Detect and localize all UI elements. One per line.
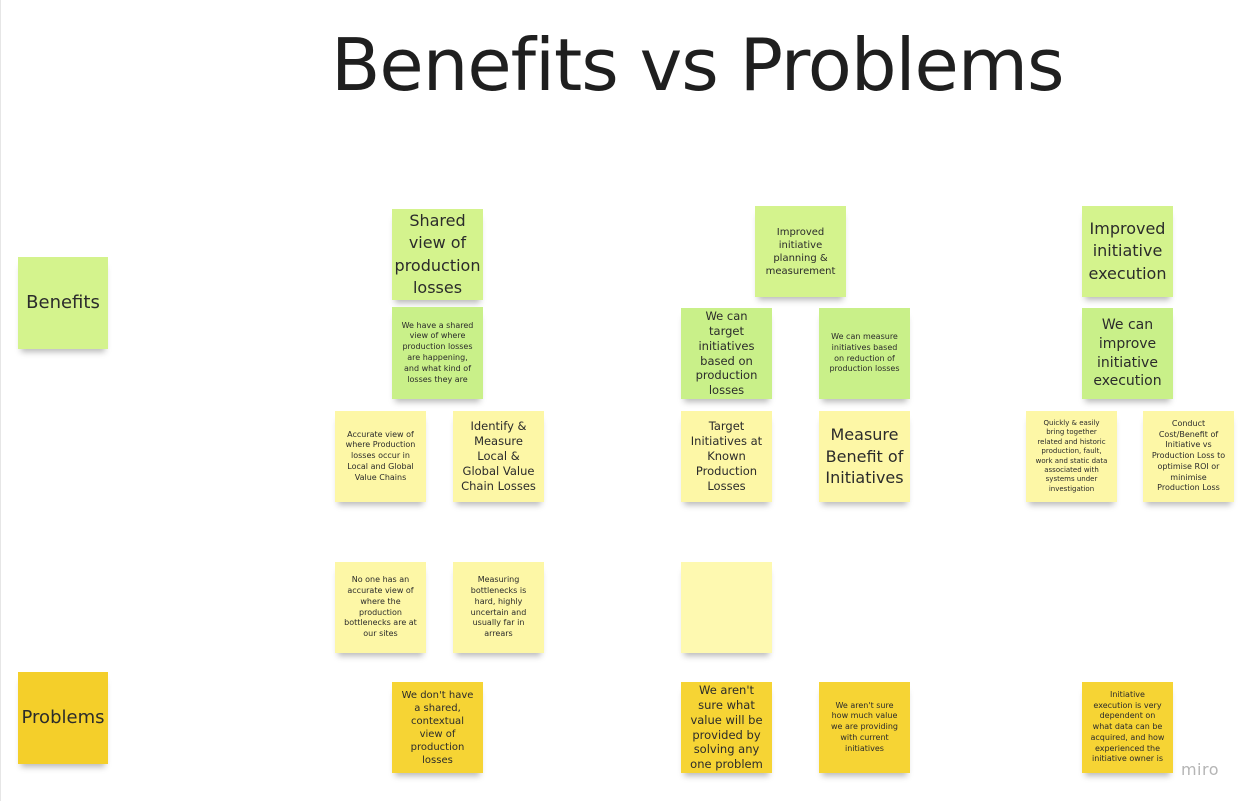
sticky-note-feature[interactable]: Quickly & easily bring together related … xyxy=(1026,411,1117,502)
note-text: Improved initiative execution xyxy=(1088,218,1167,283)
note-text: We can improve initiative execution xyxy=(1093,316,1162,390)
note-text: Initiative execution is very dependent o… xyxy=(1090,689,1165,764)
sticky-note-benefit-statement[interactable]: We can measure initiatives based on redu… xyxy=(819,308,910,399)
sticky-note-feature[interactable]: Target Initiatives at Known Production L… xyxy=(681,411,772,502)
sticky-note-problem[interactable]: We don't have a shared, contextual view … xyxy=(392,682,483,773)
sticky-note-feature[interactable]: Accurate view of where Production losses… xyxy=(335,411,426,502)
note-text: We don't have a shared, contextual view … xyxy=(401,689,474,766)
note-text: Measure Benefit of Initiatives xyxy=(825,425,904,488)
sticky-note-benefit-title[interactable]: Improved initiative planning & measureme… xyxy=(755,206,846,297)
sticky-note-feature[interactable]: Measure Benefit of Initiatives xyxy=(819,411,910,502)
sticky-note-problem[interactable]: We aren't sure what value will be provid… xyxy=(681,682,772,773)
note-text: Quickly & easily bring together related … xyxy=(1035,418,1108,493)
note-text: We aren't sure how much value we are pro… xyxy=(831,700,898,753)
note-text: We have a shared view of where productio… xyxy=(401,320,474,384)
benefits-label-text: Benefits xyxy=(26,292,100,314)
sticky-note-pain[interactable]: No one has an accurate view of where the… xyxy=(335,562,426,653)
sticky-note-benefit-statement[interactable]: We can improve initiative execution xyxy=(1082,308,1173,399)
sticky-note-empty[interactable] xyxy=(681,562,772,653)
note-text: Conduct Cost/Benefit of Initiative vs Pr… xyxy=(1151,418,1226,493)
sticky-note-benefit-title[interactable]: Improved initiative execution xyxy=(1082,206,1173,297)
sticky-note-feature[interactable]: Conduct Cost/Benefit of Initiative vs Pr… xyxy=(1143,411,1234,502)
note-text: Improved initiative planning & measureme… xyxy=(765,226,836,277)
problems-label-text: Problems xyxy=(21,707,105,729)
board-title: Benefits vs Problems xyxy=(331,23,1064,107)
note-text: No one has an accurate view of where the… xyxy=(344,575,417,639)
sticky-note-benefit-statement[interactable]: We have a shared view of where productio… xyxy=(392,307,483,399)
note-text: Accurate view of where Production losses… xyxy=(345,429,416,482)
note-text: Identify & Measure Local & Global Value … xyxy=(461,419,536,493)
miro-logo: miro xyxy=(1180,760,1219,779)
note-text: Shared view of production losses xyxy=(394,210,481,297)
sticky-note-problem[interactable]: We aren't sure how much value we are pro… xyxy=(819,682,910,773)
note-text: We aren't sure what value will be provid… xyxy=(690,682,763,772)
note-text: We can target initiatives based on produ… xyxy=(695,308,758,398)
benefits-row-label[interactable]: Benefits xyxy=(18,257,108,349)
note-text: Measuring bottlenecks is hard, highly un… xyxy=(470,575,527,639)
sticky-note-benefit-statement[interactable]: We can target initiatives based on produ… xyxy=(681,308,772,399)
sticky-note-pain[interactable]: Measuring bottlenecks is hard, highly un… xyxy=(453,562,544,653)
sticky-note-feature[interactable]: Identify & Measure Local & Global Value … xyxy=(453,411,544,502)
sticky-note-problem[interactable]: Initiative execution is very dependent o… xyxy=(1082,682,1173,773)
problems-row-label[interactable]: Problems xyxy=(18,672,108,764)
note-text: Target Initiatives at Known Production L… xyxy=(690,419,763,493)
sticky-note-benefit-title[interactable]: Shared view of production losses xyxy=(392,209,483,300)
note-text: We can measure initiatives based on redu… xyxy=(829,331,900,374)
